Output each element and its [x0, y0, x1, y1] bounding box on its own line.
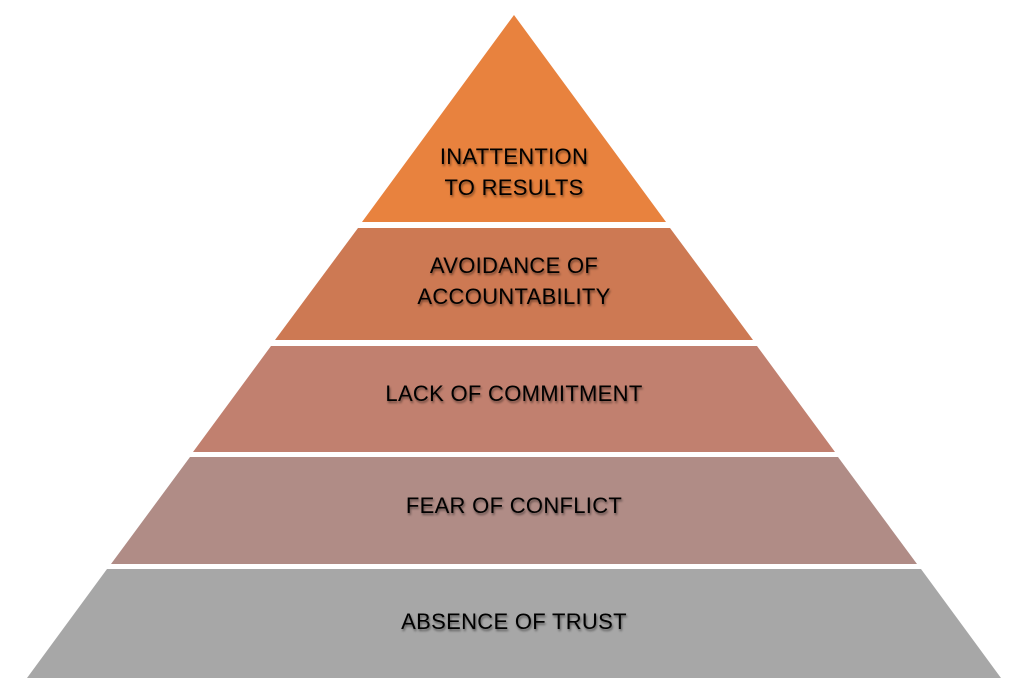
pyramid-tier-absence-of-trust-shape	[27, 569, 1001, 678]
pyramid-tier-lack-of-commitment-shape	[193, 346, 835, 452]
pyramid-tier-avoidance-of-accountability-shape	[275, 228, 753, 340]
pyramid-tier-inattention-to-results-shape	[362, 15, 666, 222]
pyramid-tier-fear-of-conflict-shape	[111, 457, 917, 564]
